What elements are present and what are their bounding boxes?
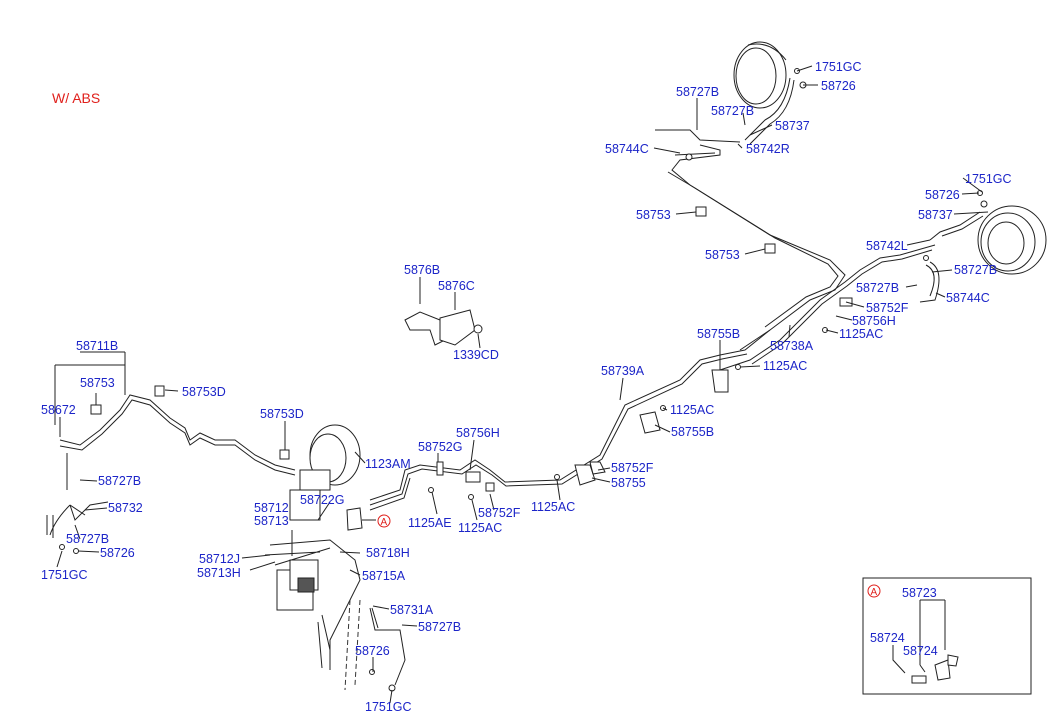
label-58727b: 58727B [711,104,754,118]
svg-text:A: A [381,517,388,528]
label-58726: 58726 [925,188,960,202]
label-1125ac: 1125AC [763,359,807,373]
label-58731a: 58731A [390,603,434,617]
abs-note: W/ ABS [52,90,100,106]
label-58738a: 58738A [770,339,814,353]
label-58724: 58724 [870,631,905,645]
label-58727b: 58727B [676,85,719,99]
clips [59,68,988,692]
bracket-5876 [404,309,476,346]
bracket-58752g [346,461,444,531]
label-58713: 58713 [254,514,289,528]
label-1751gc: 1751GC [365,700,412,714]
label-58713h: 58713H [197,566,241,580]
inset-box: A [862,577,1032,695]
label-58726: 58726 [355,644,390,658]
label-58737: 58737 [918,208,953,222]
label-58753d: 58753D [182,385,226,399]
label-58718h: 58718H [366,546,410,560]
label-5876b: 5876B [404,263,440,277]
label-1751gc: 1751GC [965,172,1012,186]
label-58744c: 58744C [946,291,990,305]
label-1125ac: 1125AC [531,500,575,514]
label-58742r: 58742R [746,142,790,156]
svg-text:A: A [871,587,878,598]
label-58755b: 58755B [671,425,714,439]
label-58755b: 58755B [697,327,740,341]
label-1125ac: 1125AC [458,521,502,535]
hose-rear-left-lower [369,607,406,686]
label-1123am: 1123AM [365,457,411,471]
label-58724: 58724 [903,644,938,658]
label-58742l: 58742L [866,239,908,253]
label-58753d: 58753D [260,407,304,421]
label-5876c: 5876C [438,279,475,293]
label-58727b: 58727B [98,474,141,488]
pipe-rear-right [655,129,846,351]
label-58752g: 58752G [418,440,462,454]
drum-brake-top [733,41,787,109]
label-58727b: 58727B [954,263,997,277]
bracket-58752f [574,461,606,486]
main-brake-pipe [369,329,771,501]
label-58752f: 58752F [611,461,654,475]
label-58756h: 58756H [456,426,500,440]
label-1125ac: 1125AC [670,403,714,417]
label-1125ac: 1125AC [839,327,883,341]
label-58711b: 58711B [76,339,118,353]
label-58755: 58755 [611,476,646,490]
leader-lines [54,65,989,704]
label-58744c: 58744C [605,142,649,156]
label-58756h: 58756H [852,314,896,328]
label-58712j: 58712J [199,552,240,566]
hose-rear-right [744,77,791,141]
label-1751gc: 1751GC [815,60,862,74]
label-58752f: 58752F [478,506,521,520]
label-58715a: 58715A [362,569,406,583]
label-1125ae: 1125AE [408,516,452,530]
label-58726: 58726 [821,79,856,93]
label-58752f: 58752F [866,301,909,315]
drum-brake-right [977,205,1047,275]
label-58739a: 58739A [601,364,645,378]
label-58753: 58753 [80,376,115,390]
label-1339cd: 1339CD [453,348,499,362]
abs-modulator [276,559,319,611]
label-1751gc: 1751GC [41,568,88,582]
pipe-rear-left [719,211,981,371]
bracket-58755b [639,369,729,434]
label-58727b: 58727B [856,281,899,295]
label-58672: 58672 [41,403,76,417]
label-58737: 58737 [775,119,810,133]
label-58722g: 58722G [300,493,344,507]
pipe-front-left [59,394,296,471]
label-58723: 58723 [902,586,937,600]
brake-booster [289,424,361,521]
part-labels: 1751GC 58726 58727B 58727B 58737 58744C … [41,60,1012,714]
label-58732: 58732 [108,501,143,515]
ref-marker-a: A [362,514,391,528]
label-58726: 58726 [100,546,135,560]
label-58753: 58753 [636,208,671,222]
label-58712: 58712 [254,501,289,515]
label-58753: 58753 [705,248,740,262]
label-58727b: 58727B [66,532,109,546]
label-58727b: 58727B [418,620,461,634]
